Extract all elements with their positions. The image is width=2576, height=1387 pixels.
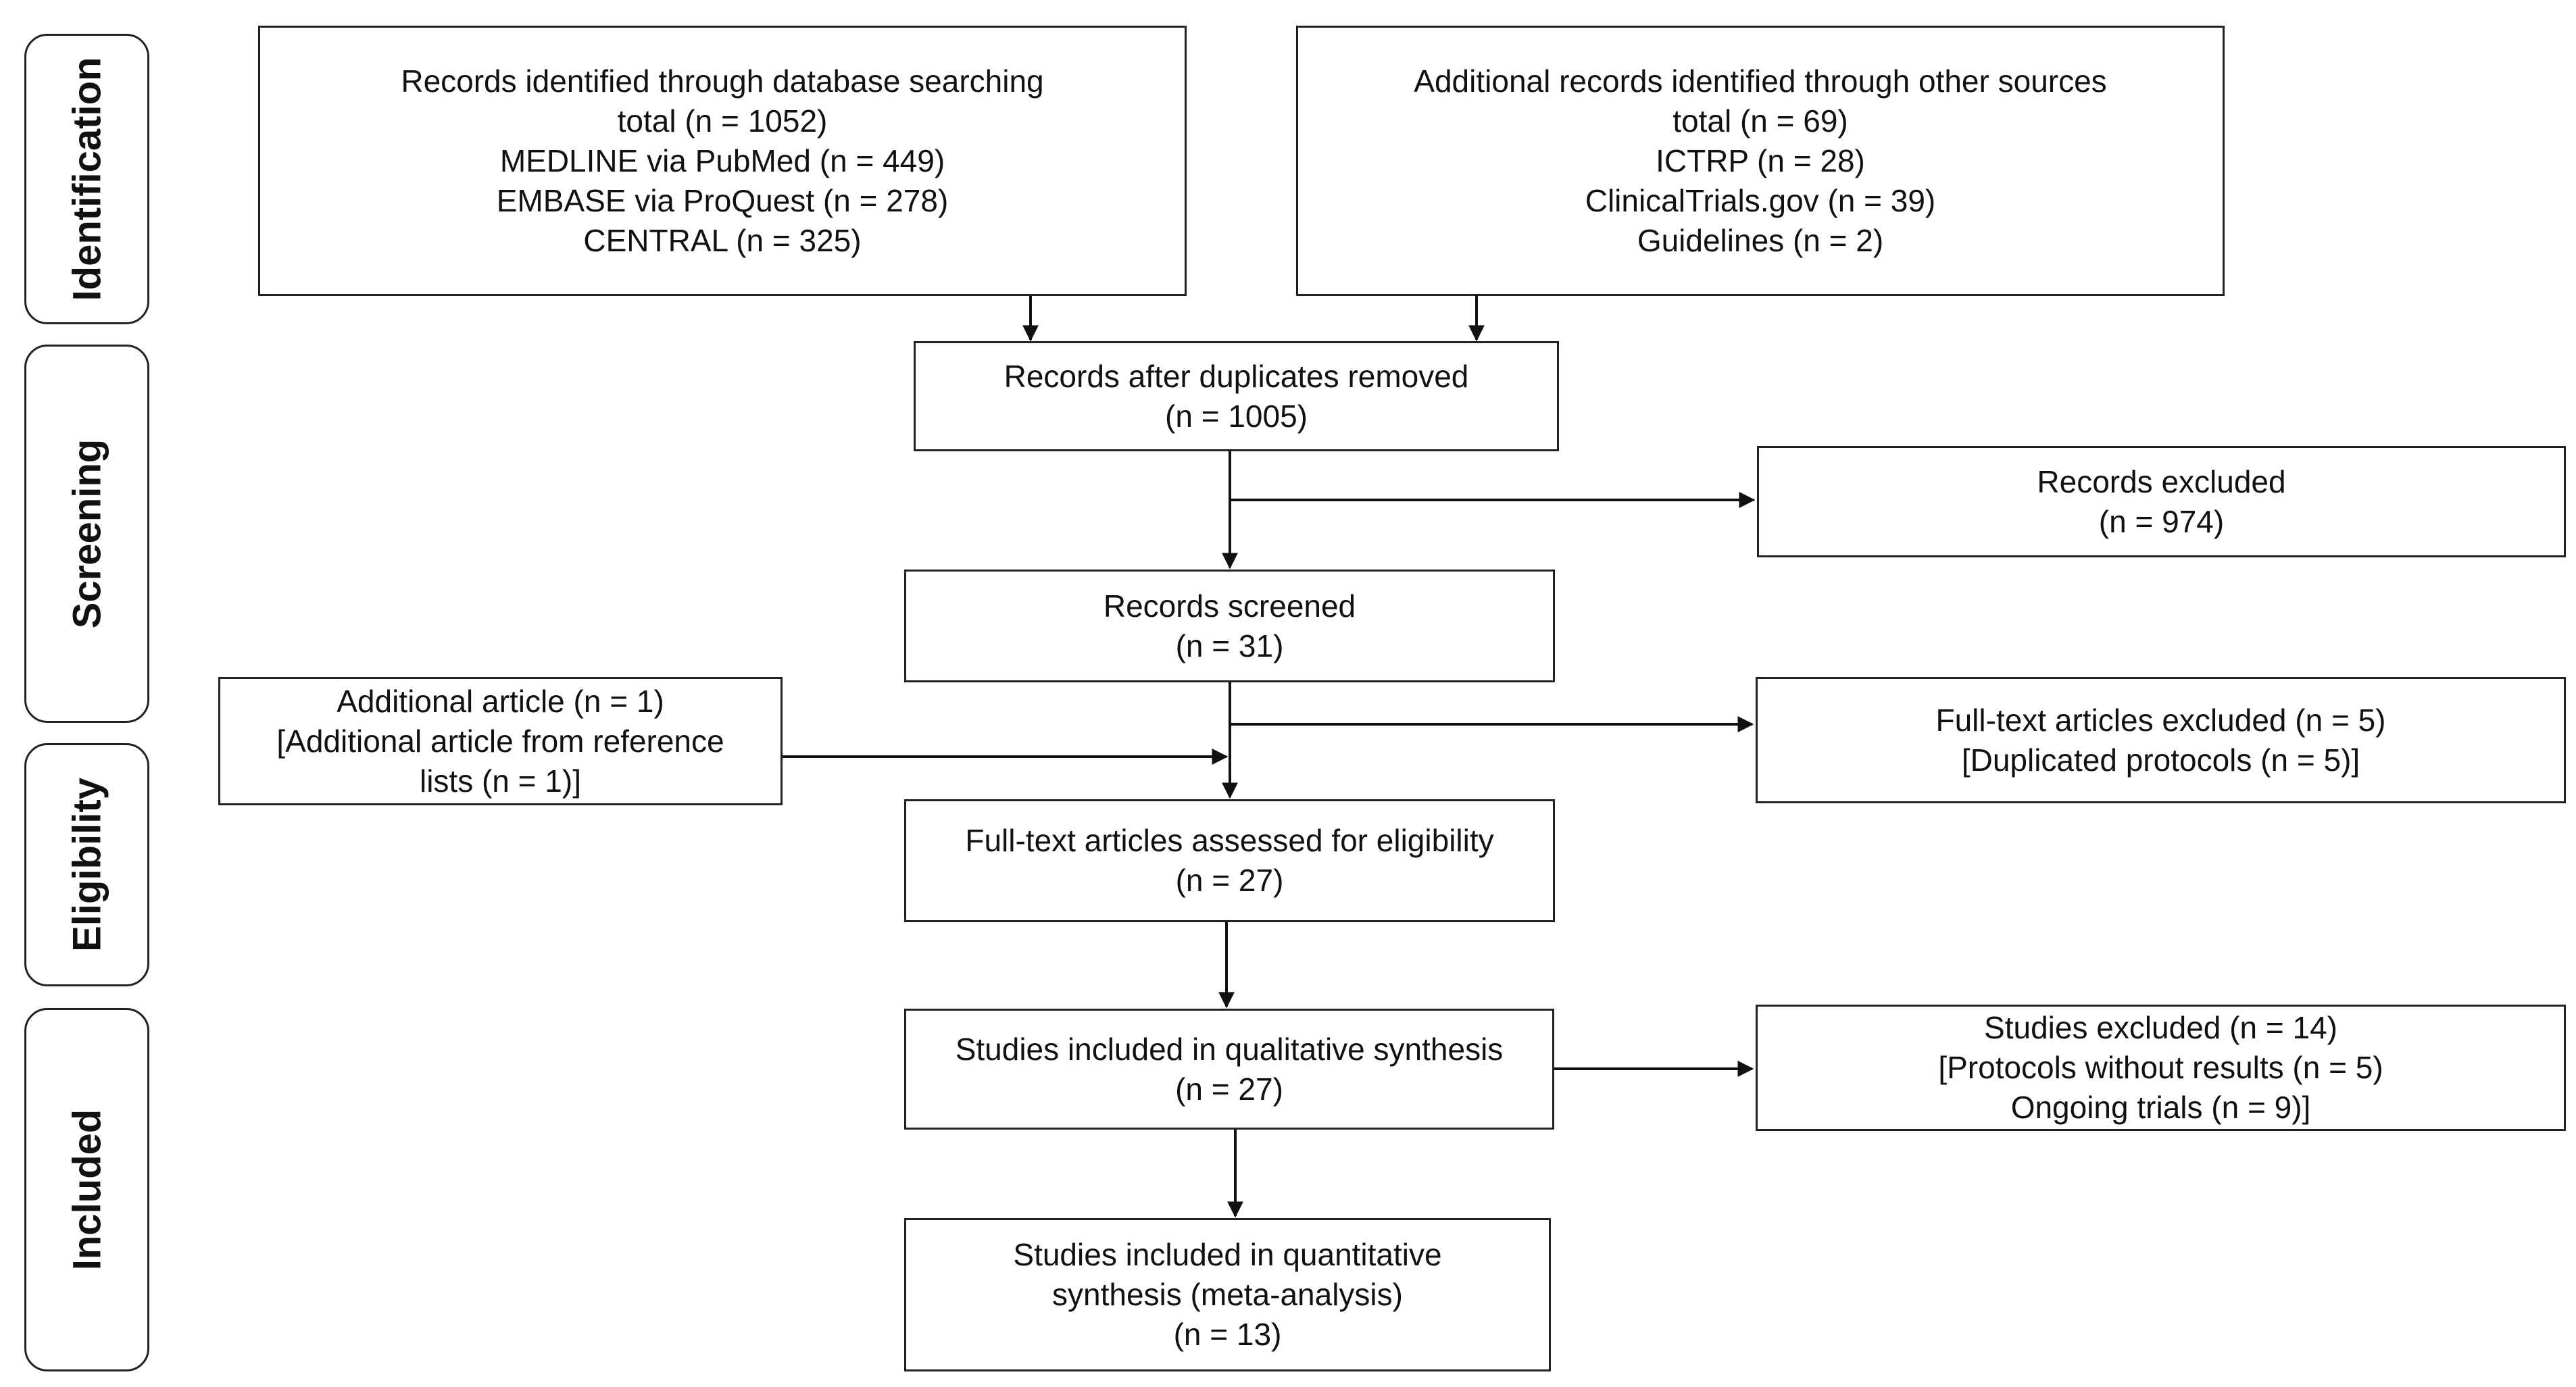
- other-sources-title: Additional records identified through ot…: [1414, 63, 2107, 99]
- additional-article-detail-1: [Additional article from reference: [276, 723, 724, 759]
- additional-article-box: Additional article (n = 1) [Additional a…: [218, 677, 783, 805]
- qualitative-synthesis-title: Studies included in qualitative synthesi…: [955, 1031, 1504, 1067]
- database-search-embase: EMBASE via ProQuest (n = 278): [496, 182, 949, 218]
- database-search-box: Records identified through database sear…: [258, 26, 1187, 296]
- studies-excluded-title: Studies excluded (n = 14): [1984, 1010, 2337, 1045]
- fulltext-assessed-title: Full-text articles assessed for eligibil…: [965, 823, 1494, 858]
- qualitative-synthesis-box: Studies included in qualitative synthesi…: [904, 1009, 1554, 1130]
- fulltext-excluded-reason: [Duplicated protocols (n = 5)]: [1961, 742, 2360, 778]
- quantitative-synthesis-title-2: synthesis (meta-analysis): [1052, 1277, 1403, 1312]
- quantitative-synthesis-box: Studies included in quantitative synthes…: [904, 1218, 1551, 1371]
- fulltext-assessed-count: (n = 27): [1175, 863, 1284, 898]
- studies-excluded-reason-2: Ongoing trials (n = 9)]: [2010, 1090, 2311, 1125]
- records-excluded-count: (n = 974): [2098, 503, 2225, 539]
- quantitative-synthesis-count: (n = 13): [1173, 1317, 1282, 1352]
- database-search-medline: MEDLINE via PubMed (n = 449): [499, 143, 945, 178]
- fulltext-excluded-title: Full-text articles excluded (n = 5): [1935, 702, 2386, 738]
- duplicates-removed-box: Records after duplicates removed (n = 10…: [914, 341, 1559, 451]
- studies-excluded-reason-1: [Protocols without results (n = 5): [1938, 1050, 2383, 1085]
- other-sources-ictrp: ICTRP (n = 28): [1656, 143, 1865, 178]
- duplicates-removed-count: (n = 1005): [1165, 398, 1308, 434]
- fulltext-excluded-box: Full-text articles excluded (n = 5) [Dup…: [1756, 677, 2566, 803]
- other-sources-total: total (n = 69): [1673, 103, 1848, 138]
- other-sources-clinicaltrials: ClinicalTrials.gov (n = 39): [1585, 182, 1936, 218]
- records-excluded-box: Records excluded (n = 974): [1757, 446, 2566, 557]
- quantitative-synthesis-title-1: Studies included in quantitative: [1013, 1237, 1442, 1272]
- fulltext-assessed-box: Full-text articles assessed for eligibil…: [904, 799, 1555, 922]
- additional-article-title: Additional article (n = 1): [337, 683, 664, 719]
- qualitative-synthesis-count: (n = 27): [1175, 1071, 1283, 1107]
- records-screened-count: (n = 31): [1175, 628, 1284, 663]
- other-sources-guidelines: Guidelines (n = 2): [1637, 222, 1884, 258]
- other-sources-box: Additional records identified through ot…: [1296, 26, 2225, 296]
- records-excluded-title: Records excluded: [2037, 463, 2286, 499]
- database-search-central: CENTRAL (n = 325): [583, 222, 862, 258]
- stage-included: Included: [24, 1008, 149, 1371]
- stage-eligibility: Eligibility: [24, 743, 149, 986]
- stage-screening: Screening: [24, 345, 149, 723]
- database-search-total: total (n = 1052): [617, 103, 828, 138]
- additional-article-detail-2: lists (n = 1)]: [419, 763, 581, 799]
- duplicates-removed-title: Records after duplicates removed: [1004, 358, 1469, 394]
- stage-identification: Identification: [24, 34, 149, 324]
- studies-excluded-box: Studies excluded (n = 14) [Protocols wit…: [1756, 1005, 2566, 1131]
- records-screened-title: Records screened: [1103, 588, 1356, 624]
- records-screened-box: Records screened (n = 31): [904, 570, 1555, 682]
- database-search-title: Records identified through database sear…: [401, 63, 1044, 99]
